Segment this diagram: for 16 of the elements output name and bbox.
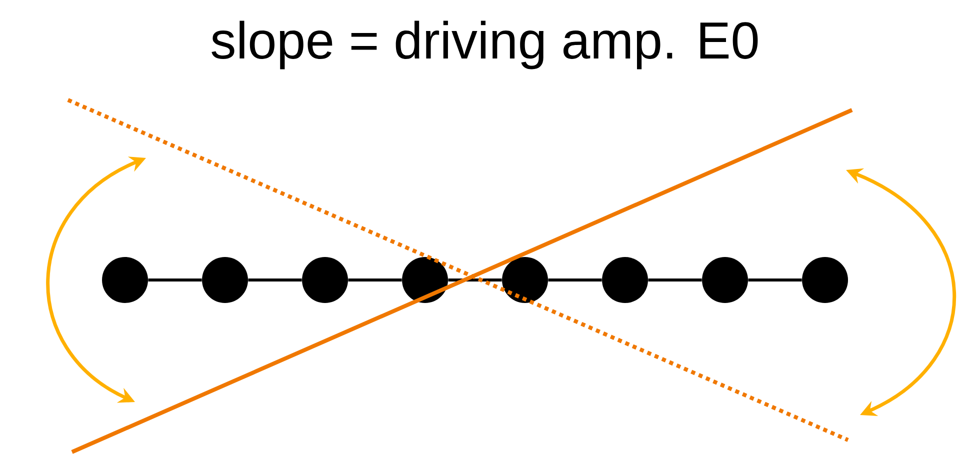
title: slope = driving amp. E0 — [212, 20, 758, 70]
chain-dot — [402, 257, 448, 303]
chain-link — [548, 278, 602, 282]
chain-dot — [702, 257, 748, 303]
chain-link — [348, 278, 402, 282]
chain-dot — [502, 257, 548, 303]
chain-link — [748, 278, 802, 282]
chain-link — [648, 278, 702, 282]
chain-dot — [202, 257, 248, 303]
chain-link — [448, 278, 502, 282]
chain-dot — [302, 257, 348, 303]
chain-dot — [102, 257, 148, 303]
chain-dot — [602, 257, 648, 303]
chain-link — [148, 278, 202, 282]
chain-dot — [802, 257, 848, 303]
chain-link — [248, 278, 302, 282]
